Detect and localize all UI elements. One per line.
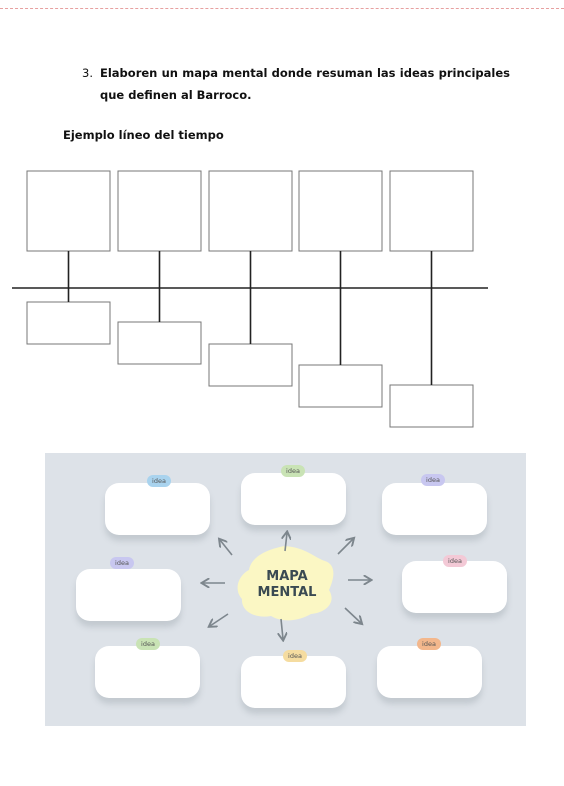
idea-card-top-left <box>105 483 210 535</box>
instruction-item: 3. Elaboren un mapa mental donde resuman… <box>82 62 510 106</box>
arrow-top <box>285 533 287 552</box>
timeline-top-box-4 <box>298 170 383 252</box>
timeline-top-box-2 <box>117 170 202 252</box>
idea-card-top-right <box>382 483 487 535</box>
idea-card-bottom-left <box>95 646 200 698</box>
idea-card-bottom-center <box>241 656 346 708</box>
idea-tag-bottom-right: idea <box>417 638 441 650</box>
center-label: MAPA MENTAL <box>241 569 333 603</box>
timeline-top-box-3 <box>208 170 293 252</box>
mind-map-arrows <box>45 453 526 726</box>
idea-card-mid-left <box>76 569 181 621</box>
item-text: Elaboren un mapa mental donde resuman la… <box>100 66 510 102</box>
center-blob <box>237 546 334 621</box>
timeline-bottom-box-3 <box>208 343 293 387</box>
timeline-bottom-box-2 <box>117 321 202 365</box>
idea-card-bottom-right <box>377 646 482 698</box>
timeline-bottom-box-5 <box>389 384 474 428</box>
arrow-bottom <box>281 618 283 639</box>
idea-tag-top-right: idea <box>421 474 445 486</box>
idea-tag-bottom-center: idea <box>283 650 307 662</box>
timeline-bottom-box-4 <box>298 364 383 408</box>
timeline-bottom-box-1 <box>26 301 111 345</box>
center-label-line-1: MAPA <box>266 569 308 584</box>
idea-tag-top-left: idea <box>147 475 171 487</box>
arrow-top-right <box>337 539 353 555</box>
timeline-top-box-1 <box>26 170 111 252</box>
center-label-line-2: MENTAL <box>257 585 317 600</box>
idea-tag-mid-left: idea <box>110 557 134 569</box>
timeline-top-box-5 <box>389 170 474 252</box>
idea-card-mid-right <box>402 561 507 613</box>
arrow-bottom-right <box>344 607 361 623</box>
item-number: 3. <box>82 66 93 80</box>
mind-map-diagram: idea idea idea idea idea idea idea idea … <box>45 453 526 726</box>
arrow-top-left <box>220 540 233 556</box>
idea-card-top-center <box>241 473 346 525</box>
timeline-diagram <box>12 170 488 428</box>
timeline-heading: Ejemplo líneo del tiempo <box>63 128 224 142</box>
arrow-bottom-left <box>210 613 229 626</box>
idea-tag-mid-right: idea <box>443 555 467 567</box>
idea-tag-bottom-left: idea <box>136 638 160 650</box>
idea-tag-top-center: idea <box>281 465 305 477</box>
top-dashed-divider <box>0 8 564 9</box>
